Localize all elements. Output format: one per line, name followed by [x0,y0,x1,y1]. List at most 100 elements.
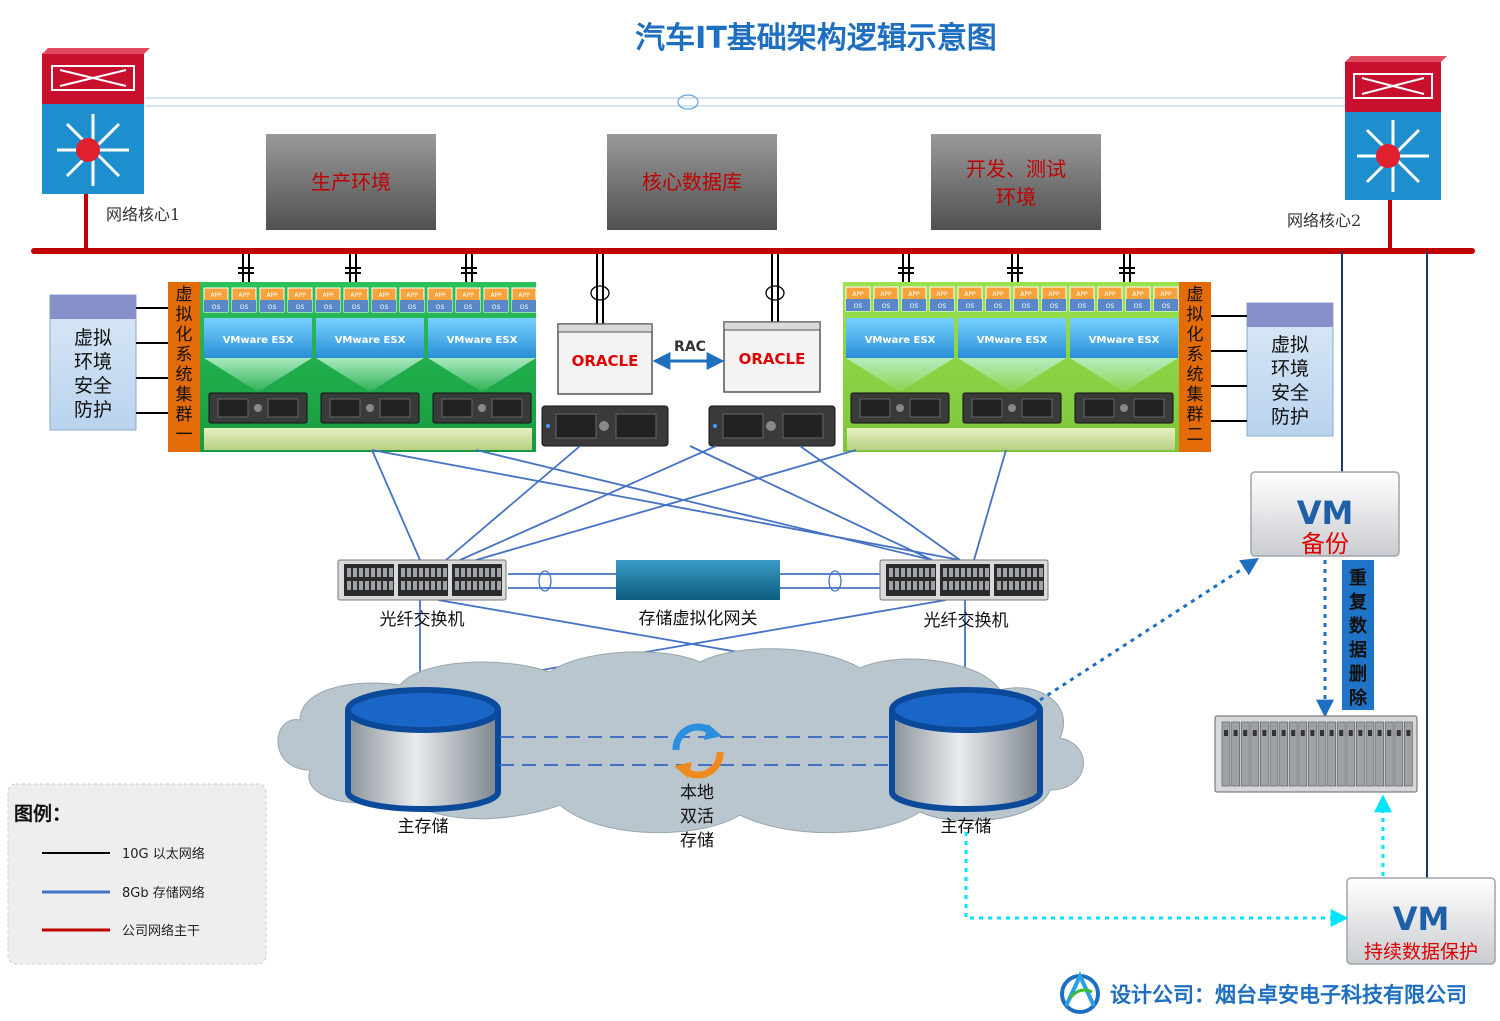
app-os-tile: APP OS [259,287,285,313]
dedupe-char: 删 [1349,664,1367,685]
main-storage-right[interactable] [889,687,1043,812]
app-label: APP [434,292,446,299]
rac-label: RAC [674,339,706,355]
esx-label: VMware ESX [977,335,1048,346]
oracle-node-2[interactable]: ORACLE [723,321,821,393]
esx-host[interactable]: VMware ESX [1070,318,1178,424]
app-label: APP [908,291,920,298]
env-label-production: 生产环境 [311,170,391,194]
oracle-server-2[interactable] [708,405,836,447]
oracle-server-1[interactable] [541,405,669,447]
env-box-devtest[interactable]: 开发、测试 环境 [931,134,1101,230]
security-box-right[interactable]: 虚拟 环境 安全 防护 [1246,302,1334,437]
legend-item: 公司网络主干 [122,923,200,939]
cluster-label-bar-1 [168,282,200,452]
legend: 图例： 10G 以太网络 8Gb 存储网络 公司网络主干 [7,783,267,965]
env-box-production[interactable]: 生产环境 [266,134,436,230]
app-label: APP [266,292,278,299]
vm-cdp-box[interactable]: VM 持续数据保护 [1346,877,1496,965]
security-label-line: 安全 [1271,382,1309,404]
security-label-line: 环境 [1271,358,1309,380]
vm-backup-box[interactable]: VM 备份 [1250,471,1400,558]
core-switch-1[interactable] [42,48,150,194]
company-logo-icon [1060,971,1100,1014]
esx-host[interactable]: VMware ESX [846,318,954,424]
app-label: APP [1048,291,1060,298]
os-label: OS [1162,303,1171,310]
oracle-node-1[interactable]: ORACLE [557,323,653,395]
security-label-line: 虚拟 [1271,334,1309,356]
esx-host[interactable]: VMware ESX [316,318,424,424]
backup-appliance[interactable] [1214,715,1418,793]
footer-company: 设计公司：烟台卓安电子科技有限公司 [1110,983,1467,1007]
main-storage-label-right: 主存储 [941,817,992,837]
core-label-2: 网络核心2 [1287,211,1361,230]
cluster-label-char: 统 [176,365,193,385]
app-label: APP [964,291,976,298]
virtual-cluster-1[interactable]: APPOSAPPOSAPPOSAPPOSAPPOSAPPOSAPPOSAPPOS… [200,282,537,452]
os-label: OS [1078,303,1087,310]
app-label: APP [462,292,474,299]
legend-item: 10G 以太网络 [122,846,205,862]
esx-row-2: VMware ESX VMware ESX VMware ESX [846,318,1178,424]
dedupe-char: 数 [1349,615,1368,637]
esx-host[interactable]: VMware ESX [958,318,1066,424]
esx-host[interactable]: VMware ESX [204,318,312,424]
fc-ports [344,564,502,596]
os-label: OS [994,303,1003,310]
app-label: APP [852,291,864,298]
esx-label: VMware ESX [447,335,518,346]
os-label: OS [1050,303,1059,310]
main-storage-left[interactable] [345,687,501,812]
link-aggregation-icon [677,94,699,110]
esx-row-1: VMware ESX VMware ESX VMware ESX [204,318,536,424]
fc-ports [886,564,1044,596]
env-box-core-db[interactable]: 核心数据库 [607,134,777,230]
esx-label: VMware ESX [223,335,294,346]
dedupe-char: 据 [1349,639,1367,661]
oracle-logo: ORACLE [572,352,639,370]
esx-label: VMware ESX [335,335,406,346]
security-label-line: 虚拟 [74,327,112,349]
app-os-tile: APP OS [1041,286,1067,312]
esx-host[interactable]: VMware ESX [428,318,536,424]
security-label-line: 环境 [74,351,112,373]
app-label: APP [322,292,334,299]
app-os-tile: APP OS [287,287,313,313]
security-box-left[interactable]: 虚拟 环境 安全 防护 [49,294,137,431]
os-label: OS [212,304,221,311]
core-switch-2[interactable] [1345,56,1447,200]
cluster-label-char: 化 [1187,325,1204,345]
app-label: APP [294,292,306,299]
fc-switch-label-right: 光纤交换机 [924,611,1009,631]
app-label: APP [880,291,892,298]
oracle-link-icon [765,285,785,301]
os-label: OS [268,304,277,311]
security-label-line: 防护 [1271,406,1309,428]
diagram-title: 汽车IT基础架构逻辑示意图 [635,21,997,56]
cluster-shelf [204,428,532,450]
virtual-cluster-2[interactable]: APPOSAPPOSAPPOSAPPOSAPPOSAPPOSAPPOSAPPOS… [843,282,1179,452]
cluster-label-char: 拟 [176,305,193,325]
dedupe-char: 重 [1349,567,1367,589]
storage-virtualization-gateway[interactable] [616,560,780,600]
os-label: OS [296,304,305,311]
cluster-uplinks [238,254,1135,324]
legend-item: 8Gb 存储网络 [122,885,205,901]
fc-switch-right[interactable] [879,559,1049,601]
fc-switch-left[interactable] [337,559,507,601]
cluster-label-char: 群 [1187,405,1204,425]
